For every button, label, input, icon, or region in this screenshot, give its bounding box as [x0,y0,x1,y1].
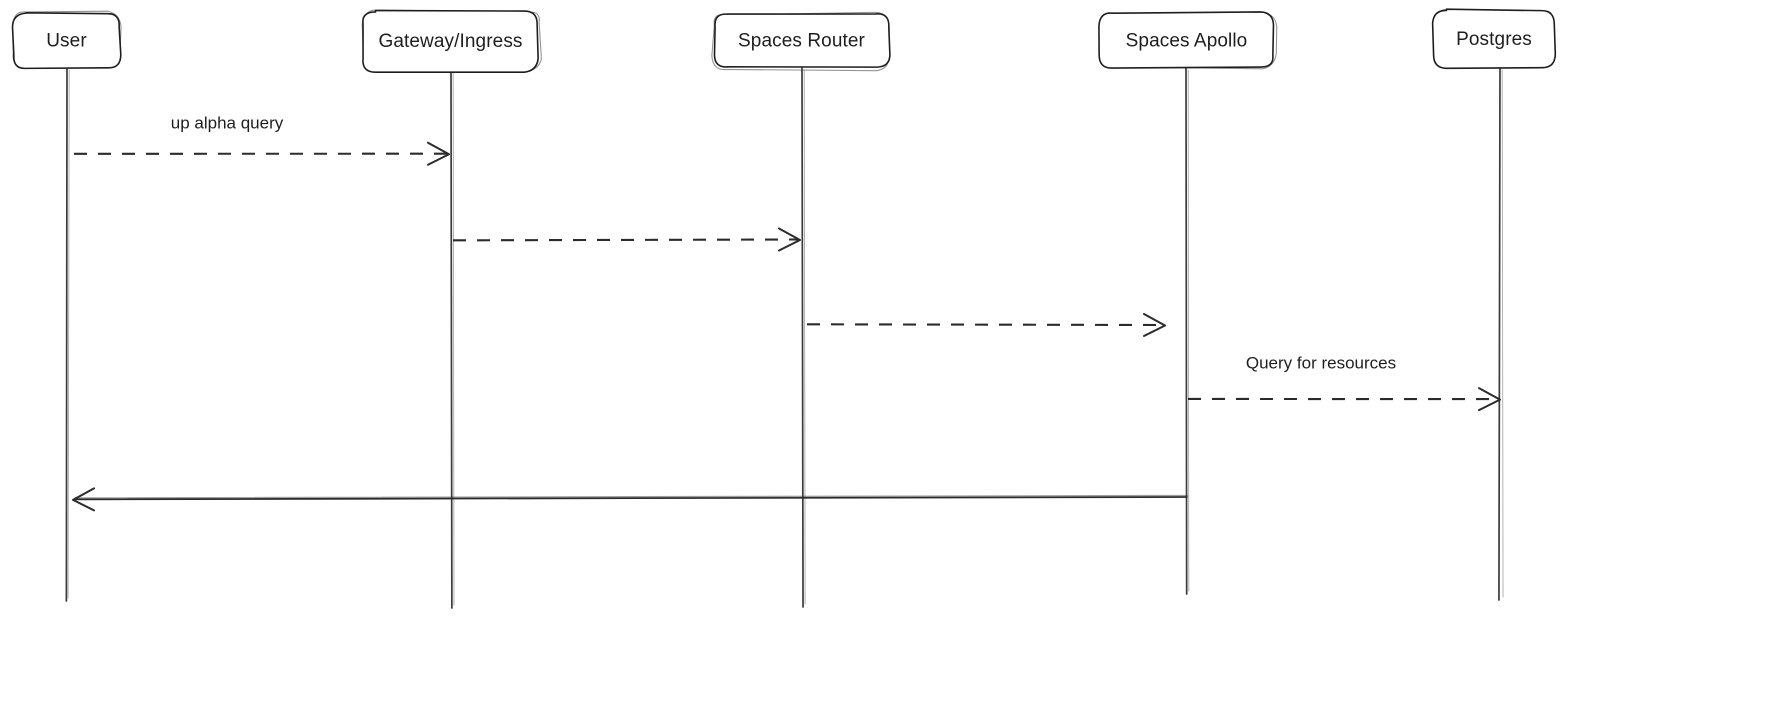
message-line-msg-3 [806,323,1164,327]
participant-box-postgres[interactable] [1431,8,1557,70]
lifeline-spaces-apollo [1185,67,1188,595]
participant-box-spaces-apollo[interactable] [1098,11,1275,69]
arrow-head-msg-3 [1143,313,1166,338]
participant-user[interactable]: User [11,10,122,602]
participant-gateway[interactable]: Gateway/Ingress [361,9,542,609]
participant-label-spaces-router: Spaces Router [738,31,866,52]
lifeline-gateway [450,70,453,609]
message-msg-1[interactable]: up alpha query [73,113,450,166]
lifeline-sketch-stroke-spaces-router [803,69,806,605]
arrow-head-msg-4 [1478,387,1501,412]
lifeline-postgres [1498,67,1501,601]
message-line-sketch-stroke-msg-5 [74,494,1188,499]
arrow-head-msg-2 [778,227,801,252]
participant-box-spaces-router[interactable] [713,13,891,68]
participant-label-spaces-apollo: Spaces Apollo [1126,31,1248,52]
message-msg-5[interactable] [72,487,1188,512]
participant-postgres[interactable]: Postgres [1431,8,1557,601]
lifeline-sketch-stroke-user [67,69,70,599]
message-line-msg-2 [452,238,799,242]
arrow-head-msg-5 [72,487,95,512]
participant-label-user: User [46,31,87,52]
arrow-head-msg-1 [427,141,450,166]
lifeline-sketch-stroke-postgres [1501,69,1504,598]
participant-spaces-apollo[interactable]: Spaces Apollo [1098,11,1278,595]
message-label-msg-4: Query for resources [1246,353,1396,372]
message-msg-2[interactable] [452,227,801,252]
message-label-msg-1: up alpha query [171,113,284,132]
lifeline-spaces-router [801,67,804,608]
lifeline-sketch-stroke-spaces-apollo [1187,69,1190,592]
participant-spaces-router[interactable]: Spaces Router [711,11,891,608]
lifeline-user [65,67,68,602]
participant-label-postgres: Postgres [1456,29,1532,50]
participant-box-user[interactable] [11,12,122,70]
participant-box-gateway[interactable] [362,9,539,73]
participant-label-gateway: Gateway/Ingress [378,31,522,52]
message-msg-3[interactable] [806,313,1166,338]
message-msg-4[interactable]: Query for resources [1187,353,1501,412]
message-line-msg-5 [74,496,1188,501]
lifeline-sketch-stroke-gateway [452,72,455,606]
